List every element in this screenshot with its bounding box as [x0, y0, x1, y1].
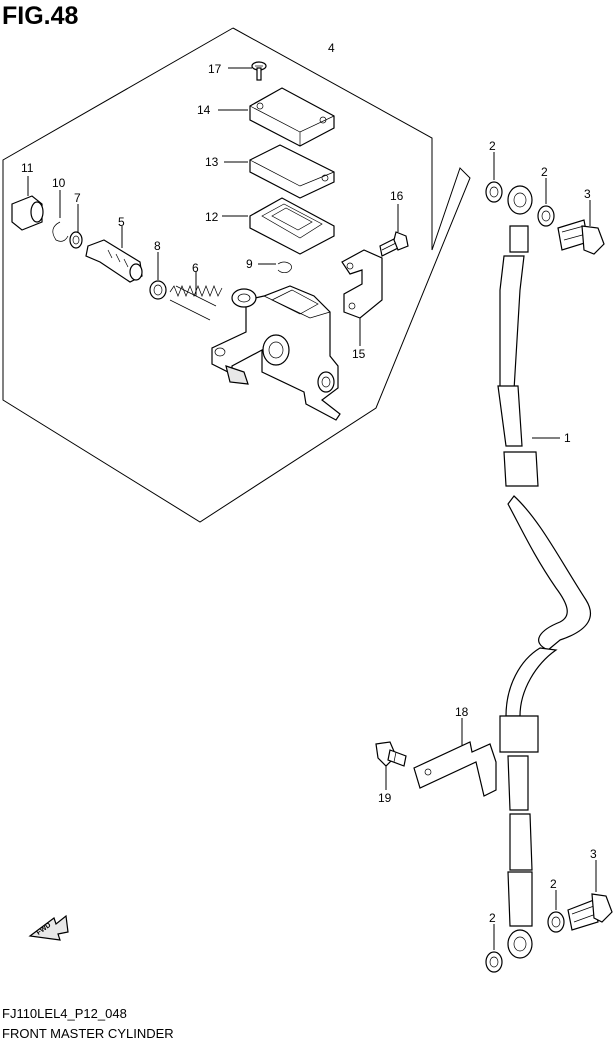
part-12-diaphragm[interactable]: [222, 197, 335, 255]
part-2-washer-bottom-a[interactable]: [547, 890, 565, 933]
part-2-washer-bottom-b[interactable]: [485, 924, 503, 973]
callout-16: 16: [390, 189, 404, 203]
part-15-holder[interactable]: [341, 249, 383, 346]
callout-2-bottom-a: 2: [550, 877, 557, 891]
part-6-spring[interactable]: [169, 272, 223, 321]
part-18-bracket[interactable]: [413, 718, 497, 797]
callout-2-top-b: 2: [541, 165, 548, 179]
callout-2-bottom-b: 2: [489, 911, 496, 925]
callout-19: 19: [378, 791, 392, 805]
callout-13: 13: [205, 155, 219, 169]
callout-8: 8: [154, 239, 161, 253]
part-5-piston[interactable]: [85, 226, 143, 283]
assembly-frame: [2, 27, 471, 523]
callout-4: 4: [328, 41, 335, 55]
callout-12: 12: [205, 210, 219, 224]
part-10-circlip[interactable]: [52, 190, 69, 242]
callout-9: 9: [246, 257, 253, 271]
part-1-brake-hose[interactable]: [497, 185, 591, 959]
diagram-code: FJ110LEL4_P12_048: [2, 1006, 127, 1021]
part-19-bolt[interactable]: [375, 741, 407, 790]
callout-10: 10: [52, 176, 66, 190]
callout-3-bottom: 3: [590, 847, 597, 861]
part-11-boot[interactable]: [11, 176, 44, 231]
callout-11: 11: [21, 161, 34, 175]
callout-17: 17: [208, 62, 222, 76]
part-16-bolt[interactable]: [379, 204, 409, 257]
callout-7: 7: [74, 191, 81, 205]
part-14-cap[interactable]: [218, 87, 335, 147]
callout-3-top: 3: [584, 187, 591, 201]
part-3-union-bolt-bottom[interactable]: [567, 860, 613, 931]
part-2-washer-top-b[interactable]: [537, 178, 555, 227]
callout-14: 14: [197, 103, 211, 117]
callout-1: 1: [564, 431, 571, 445]
part-7-washer[interactable]: [69, 204, 83, 249]
part-3-union-bolt-top[interactable]: [557, 200, 605, 255]
part-9-clip[interactable]: [258, 261, 292, 274]
callout-6: 6: [192, 261, 199, 275]
callout-18: 18: [455, 705, 469, 719]
part-13-plate[interactable]: [224, 144, 335, 199]
figure-title: FIG.48: [2, 2, 79, 30]
fwd-arrow-icon: FWD: [28, 914, 69, 941]
part-8-cup[interactable]: [149, 252, 167, 300]
master-cylinder-body[interactable]: [211, 285, 341, 421]
part-2-washer-top-a[interactable]: [485, 152, 503, 203]
part-17-screw[interactable]: [228, 61, 267, 81]
diagram-caption: FRONT MASTER CYLINDER: [2, 1026, 174, 1041]
callout-5: 5: [118, 215, 125, 229]
callout-15: 15: [352, 347, 366, 361]
callout-2-top-a: 2: [489, 139, 496, 153]
